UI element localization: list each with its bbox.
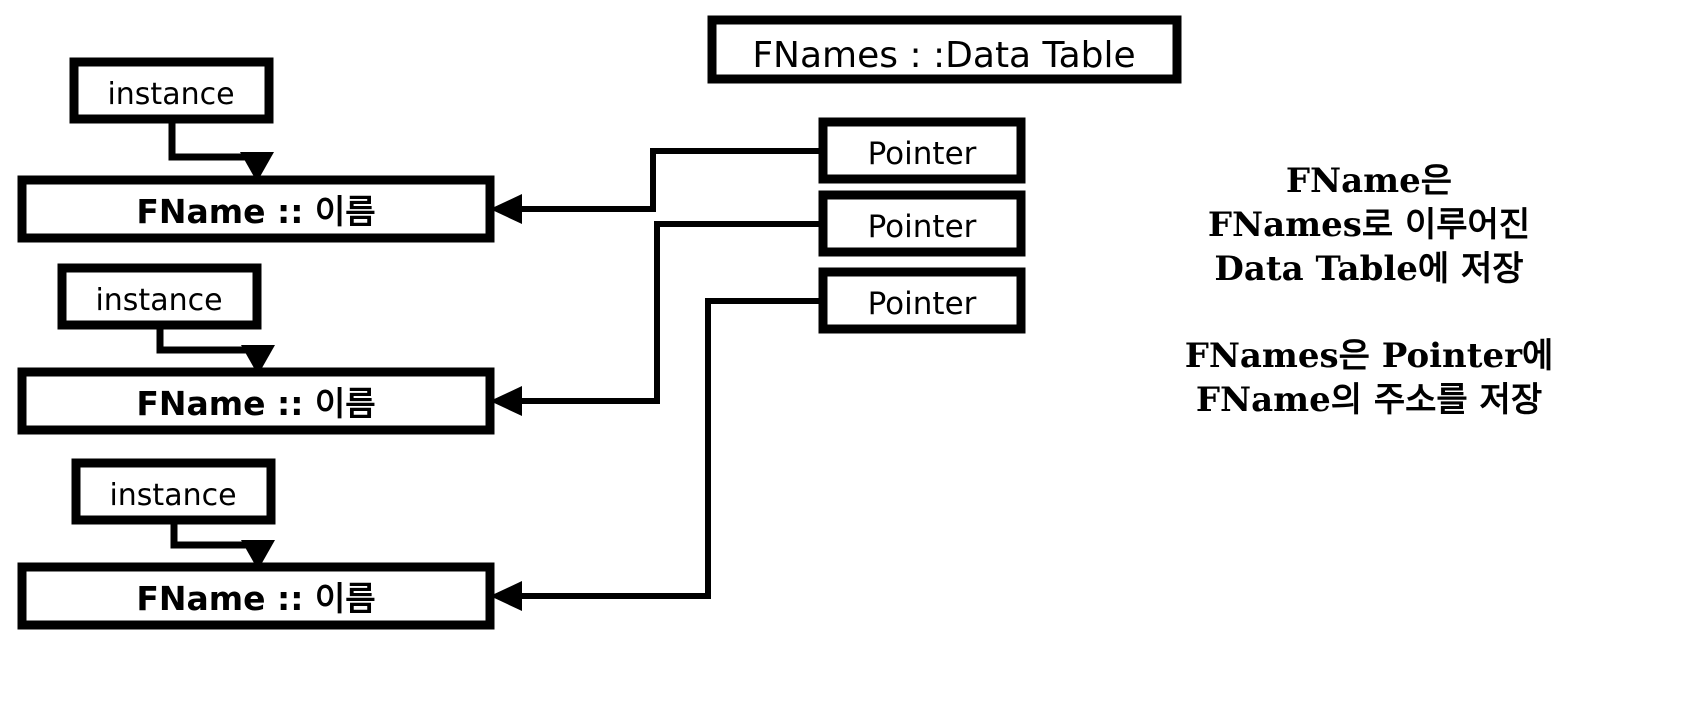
note-address-line-1: FNames은 Pointer에 xyxy=(1185,336,1554,376)
arrow-head-down-1 xyxy=(240,152,274,182)
instance-label-2: instance xyxy=(95,283,222,318)
note-storage-line-1: FName은 xyxy=(1286,161,1452,201)
data-table-header-label: FNames : :Data Table xyxy=(752,35,1135,76)
note-storage: FName은 FNames로 이루어진 Data Table에 저장 xyxy=(1208,161,1530,289)
pointer-label-3: Pointer xyxy=(868,286,977,322)
pointer-label-2: Pointer xyxy=(868,209,977,245)
connector-pointer-1-to-fname-1 xyxy=(490,148,823,224)
data-table-header-box[interactable]: FNames : :Data Table xyxy=(707,15,1182,84)
pointer-label-1: Pointer xyxy=(868,136,977,172)
pointer-box-3[interactable]: Pointer xyxy=(818,267,1026,334)
pointer-box-2[interactable]: Pointer xyxy=(818,190,1026,257)
fname-box-3[interactable]: FName :: 이름 xyxy=(17,562,495,630)
connector-pointer-3-to-fname-3 xyxy=(490,298,823,611)
arrow-head-left-2 xyxy=(490,386,522,416)
note-storage-line-3: Data Table에 저장 xyxy=(1214,249,1523,289)
instance-rect-3 xyxy=(71,458,276,525)
note-address: FNames은 Pointer에 FName의 주소를 저장 xyxy=(1185,336,1554,420)
instance-label-3: instance xyxy=(109,478,236,513)
note-address-line-2: FName의 주소를 저장 xyxy=(1196,380,1542,420)
fname-box-1[interactable]: FName :: 이름 xyxy=(17,175,495,243)
note-storage-line-2: FNames로 이루어진 xyxy=(1208,205,1530,245)
connector-instance-3-to-fname-3 xyxy=(170,520,275,570)
arrow-head-left-1 xyxy=(490,194,522,224)
fname-label-3: FName :: 이름 xyxy=(136,579,375,618)
instance-box-3[interactable]: instance xyxy=(71,458,276,525)
arrow-head-left-3 xyxy=(490,581,522,611)
data-table-header-rect xyxy=(707,15,1182,84)
connector-pointer-2-to-fname-2 xyxy=(490,221,823,416)
fname-label-1: FName :: 이름 xyxy=(136,192,375,231)
instance-box-2[interactable]: instance xyxy=(57,263,262,330)
fname-label-2: FName :: 이름 xyxy=(136,384,375,423)
connector-instance-1-to-fname-1 xyxy=(168,119,274,182)
instance-box-1[interactable]: instance xyxy=(69,57,274,124)
instance-label-1: instance xyxy=(107,77,234,112)
arrow-head-down-3 xyxy=(241,540,275,570)
connector-instance-2-to-fname-2 xyxy=(156,325,275,375)
pointer-box-1[interactable]: Pointer xyxy=(818,117,1026,184)
fname-box-2[interactable]: FName :: 이름 xyxy=(17,367,495,435)
arrow-head-down-2 xyxy=(241,345,275,375)
